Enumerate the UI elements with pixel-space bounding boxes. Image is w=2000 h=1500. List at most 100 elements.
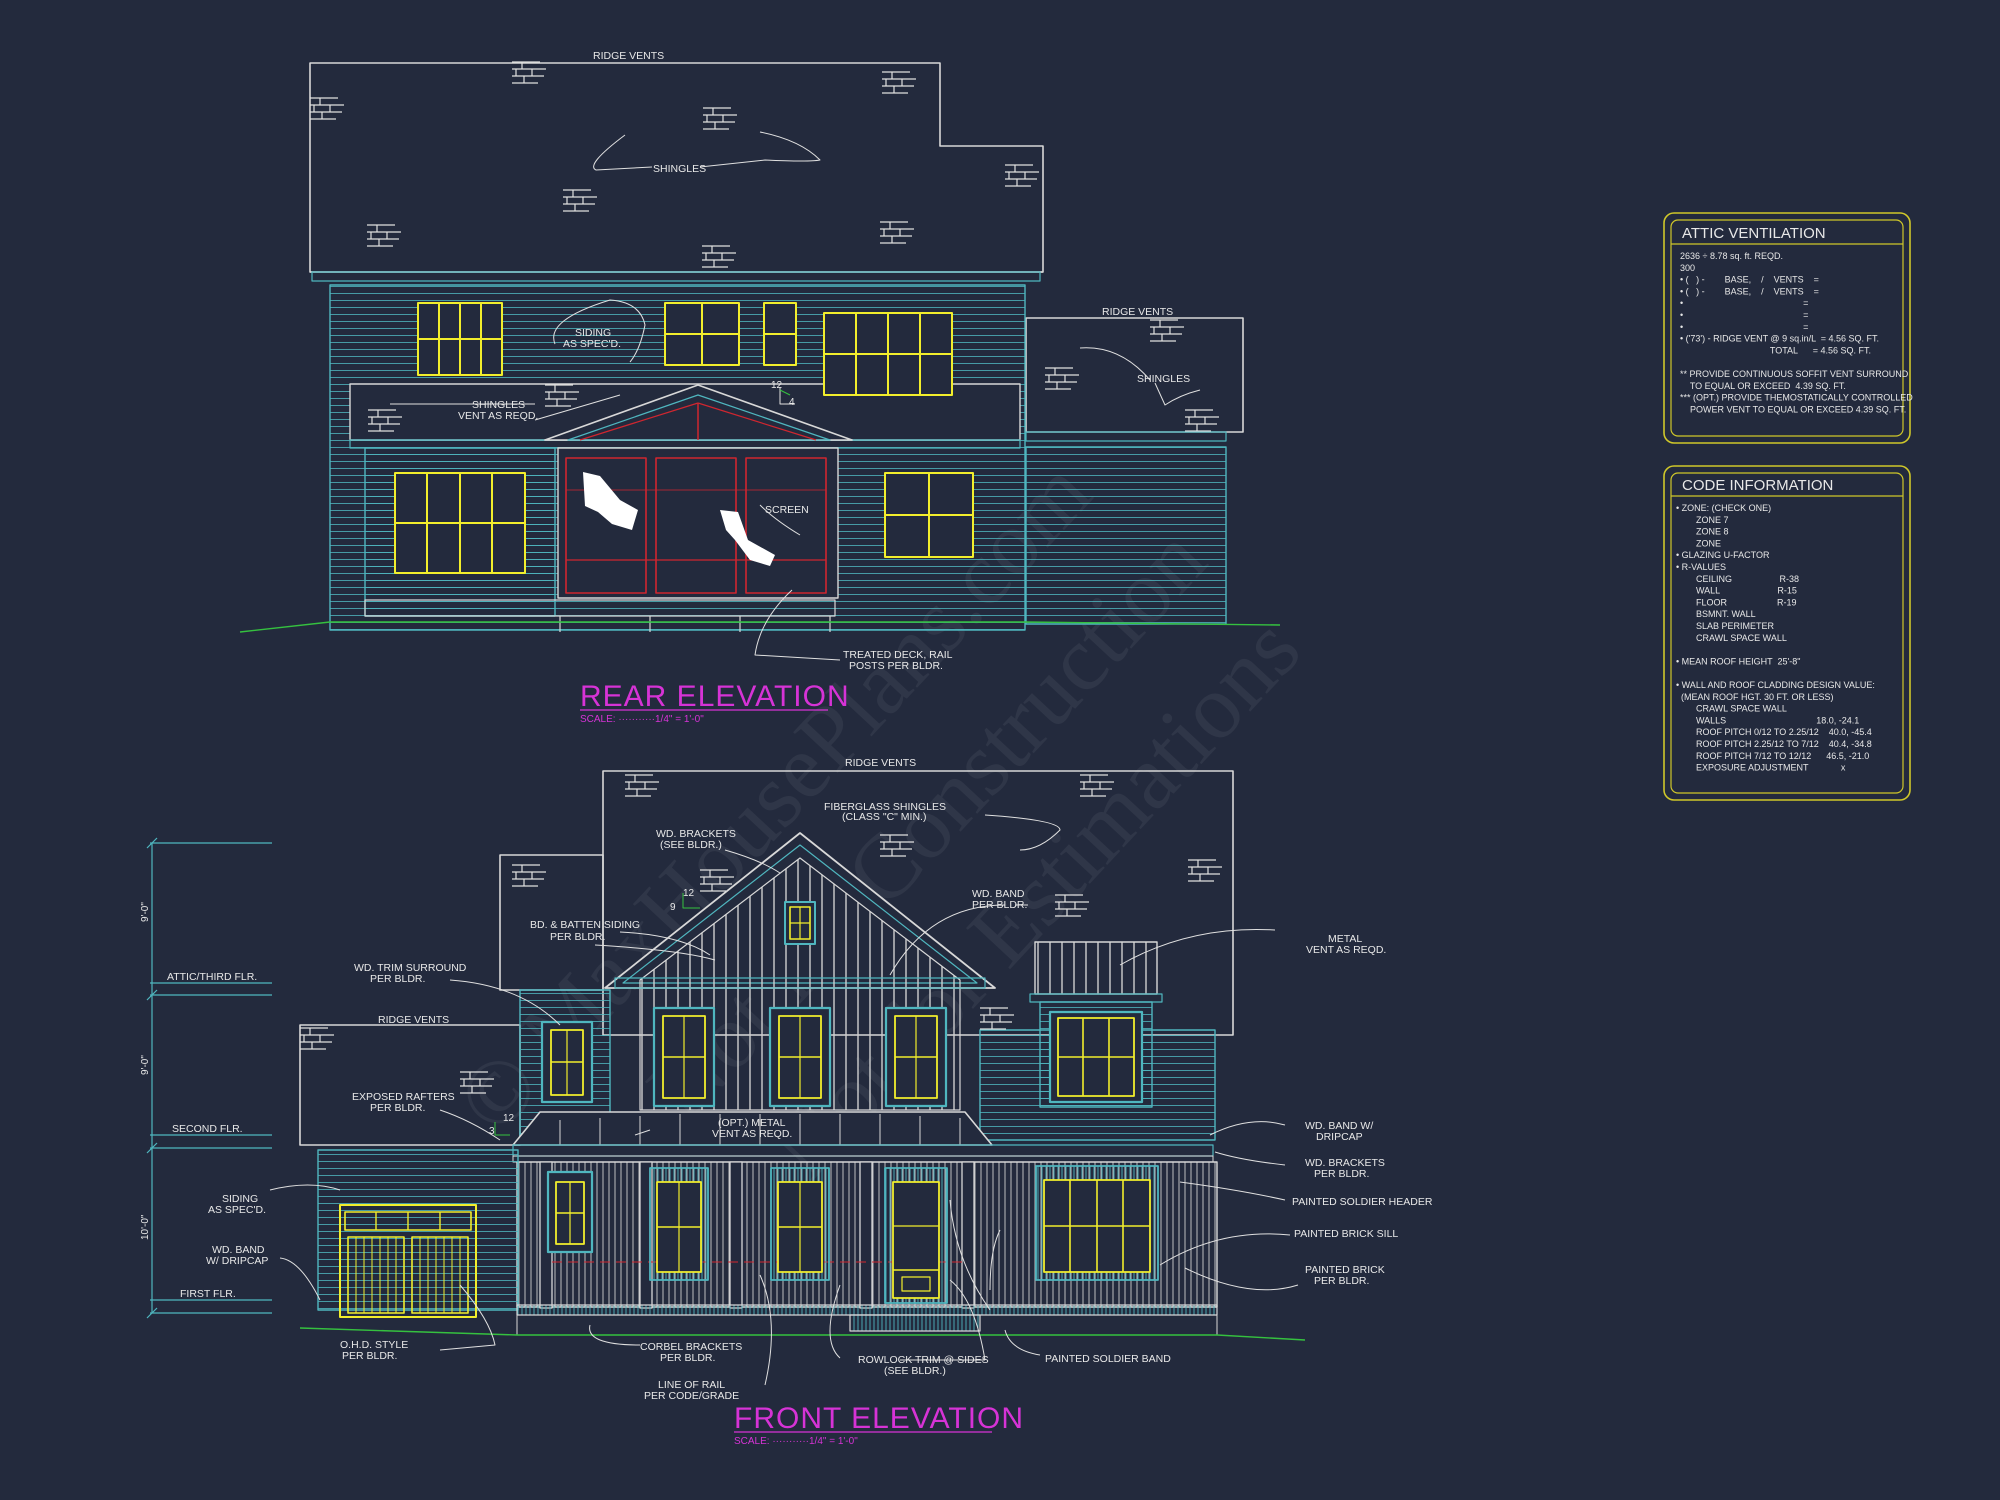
front-porch-steps [849, 1314, 981, 1332]
panel-line: TOTAL = 4.56 SQ. FT. [1680, 345, 1871, 355]
front-level-dimensions [146, 837, 272, 1319]
panel-line: POWER VENT TO EQUAL OR EXCEED 4.39 SQ. F… [1680, 404, 1906, 414]
panel-line: CEILING R-38 [1676, 574, 1799, 584]
panel-line: ZONE 7 [1676, 515, 1729, 525]
front-level-first: FIRST FLR. [180, 1288, 236, 1300]
front-brackets-label-2: (SEE BLDR.) [660, 839, 722, 851]
front-pitch-run: 9 [670, 902, 676, 913]
front-metal-label-1: METAL [1328, 933, 1362, 945]
panel-line: ROOF PITCH 0/12 TO 2.25/12 40.0, -45.4 [1676, 727, 1872, 737]
rear-deck-label-2: POSTS PER BLDR. [849, 660, 943, 672]
rear-shingles-vent-label-1: SHINGLES [472, 399, 525, 411]
front-optmetal-label-2: VENT AS REQD. [712, 1128, 792, 1140]
front-rowlock-label-2: (SEE BLDR.) [884, 1365, 946, 1377]
front-windows [540, 901, 1159, 1304]
rear-windows [394, 302, 974, 574]
front-brackets-label-1: WD. BRACKETS [656, 828, 736, 840]
front-dim-top: 9'-0" [140, 902, 151, 922]
rear-siding-label-1: SIDING [575, 327, 611, 339]
panel-line: • = [1680, 298, 1808, 308]
front-dripcap-right-label-1: WD. BAND W/ [1305, 1120, 1373, 1132]
front-level-second: SECOND FLR. [172, 1123, 243, 1135]
front-siding-label-2: AS SPEC'D. [208, 1204, 266, 1216]
rear-wing-wall [1025, 446, 1227, 625]
panel-line: • ZONE: (CHECK ONE) [1676, 503, 1771, 513]
front-brick-label-1: PAINTED BRICK [1305, 1264, 1385, 1276]
panel-line: TO EQUAL OR EXCEED 4.39 SQ. FT. [1680, 381, 1846, 391]
front-ridge-vents-label: RIDGE VENTS [845, 757, 916, 769]
rear-porch-gable-inner [567, 394, 831, 441]
front-bb-siding-label-2: PER BLDR. [550, 931, 605, 943]
panel-line: ROOF PITCH 2.25/12 TO 7/12 40.4, -34.8 [1676, 739, 1872, 749]
front-ground-line [299, 1327, 1306, 1341]
front-gable-band [614, 977, 986, 989]
rear-leader-lines [390, 131, 1201, 661]
rear-ridge-vents-wing-label: RIDGE VENTS [1102, 306, 1173, 318]
panel-line: EXPOSURE ADJUSTMENT x [1676, 763, 1846, 773]
front-pitch2-run: 3 [489, 1126, 495, 1137]
panel-line: ZONE 8 [1676, 527, 1729, 537]
rear-wing-fascia [1025, 431, 1227, 442]
front-brackets-right-label-1: WD. BRACKETS [1305, 1157, 1385, 1169]
front-rail-label-2: PER CODE/GRADE [644, 1390, 739, 1402]
front-dripcap-right-label-2: DRIPCAP [1316, 1131, 1363, 1143]
panel-line: • = [1680, 310, 1808, 320]
rear-main-roof [309, 62, 1044, 282]
front-trim-label-1: WD. TRIM SURROUND [354, 962, 467, 974]
front-pitch-rise: 12 [683, 888, 695, 899]
code-panel-lines: • ZONE: (CHECK ONE) ZONE 7 ZONE 8 ZONE• … [1676, 503, 1875, 773]
rear-pitch-run: 4 [789, 397, 795, 408]
front-elevation-scale: SCALE: ···········1/4" = 1'-0" [734, 1436, 858, 1447]
front-ohd-label-1: O.H.D. STYLE [340, 1339, 408, 1351]
rear-shingles-wing-label: SHINGLES [1137, 373, 1190, 385]
panel-line: • ( ) - BASE, / VENTS = [1680, 286, 1819, 296]
front-rail-label-1: LINE OF RAIL [658, 1379, 725, 1391]
code-panel-title: CODE INFORMATION [1682, 477, 1833, 494]
front-dripcap-label-1: WD. BAND [212, 1244, 265, 1256]
front-fiberglass-label-2: (CLASS "C" MIN.) [842, 811, 926, 823]
code-information-panel: CODE INFORMATION • ZONE: (CHECK ONE) ZON… [1663, 465, 1911, 801]
front-rafters-label-1: EXPOSED RAFTERS [352, 1091, 455, 1103]
front-band-label-2: PER BLDR. [972, 899, 1027, 911]
rear-shingles-vent-label-2: VENT AS REQD. [458, 410, 538, 422]
panel-line: • = [1680, 322, 1808, 332]
front-right-dormer-metal-roof [1034, 941, 1158, 995]
front-level-attic: ATTIC/THIRD FLR. [167, 971, 257, 983]
front-elevation-title: FRONT ELEVATION [734, 1402, 1024, 1435]
panel-line: *** (OPT.) PROVIDE THEMOSTATICALLY CONTR… [1680, 393, 1913, 403]
front-porch-floor [516, 1304, 1218, 1316]
panel-line: WALL R-15 [1676, 586, 1797, 596]
panel-line: • ( ) - BASE, / VENTS = [1680, 275, 1819, 285]
panel-line: • R-VALUES [1676, 562, 1726, 572]
rear-deck-label-1: TREATED DECK, RAIL [843, 649, 953, 661]
front-rafters-label-2: PER BLDR. [370, 1102, 425, 1114]
panel-line: WALLS 18.0, -24.1 [1676, 715, 1859, 725]
panel-line: ROOF PITCH 7/12 TO 12/12 46.5, -21.0 [1676, 751, 1869, 761]
panel-line: CRAWL SPACE WALL [1676, 633, 1787, 643]
panel-line: SLAB PERIMETER [1676, 621, 1775, 631]
attic-ventilation-panel: ATTIC VENTILATION 2636 ÷ 8.78 sq. ft. RE… [1663, 212, 1913, 444]
front-corbel-label-2: PER BLDR. [660, 1352, 715, 1364]
front-pitch2-rise: 12 [503, 1113, 515, 1124]
attic-panel-lines: 2636 ÷ 8.78 sq. ft. REQD.300• ( ) - BASE… [1680, 251, 1913, 414]
front-brick-label-2: PER BLDR. [1314, 1275, 1369, 1287]
front-dim-bot: 10'-0" [140, 1214, 151, 1240]
rear-ridge-vents-label: RIDGE VENTS [593, 50, 664, 62]
rear-pitch-rise: 12 [771, 380, 783, 391]
attic-panel-title: ATTIC VENTILATION [1682, 225, 1826, 242]
rear-shingles-label: SHINGLES [653, 163, 706, 175]
front-fiberglass-label-1: FIBERGLASS SHINGLES [824, 801, 946, 813]
front-elevation: 9'-0" 9'-0" 10'-0" ATTIC/THIRD FLR. SECO… [140, 757, 1433, 1447]
panel-line: CRAWL SPACE WALL [1676, 704, 1787, 714]
rear-elevation-title: REAR ELEVATION [580, 680, 850, 713]
rear-ground-line [239, 621, 1281, 633]
rear-wing-roof [1025, 317, 1244, 433]
panel-line: (MEAN ROOF HGT. 30 FT. OR LESS) [1676, 692, 1834, 702]
front-ridge-vents-garage-label: RIDGE VENTS [378, 1014, 449, 1026]
front-trim-label-2: PER BLDR. [370, 973, 425, 985]
panel-line: BSMNT. WALL [1676, 609, 1756, 619]
rear-siding-label-2: AS SPEC'D. [563, 338, 621, 350]
front-leader-lines [269, 814, 1299, 1386]
front-band-label-1: WD. BAND [972, 888, 1025, 900]
